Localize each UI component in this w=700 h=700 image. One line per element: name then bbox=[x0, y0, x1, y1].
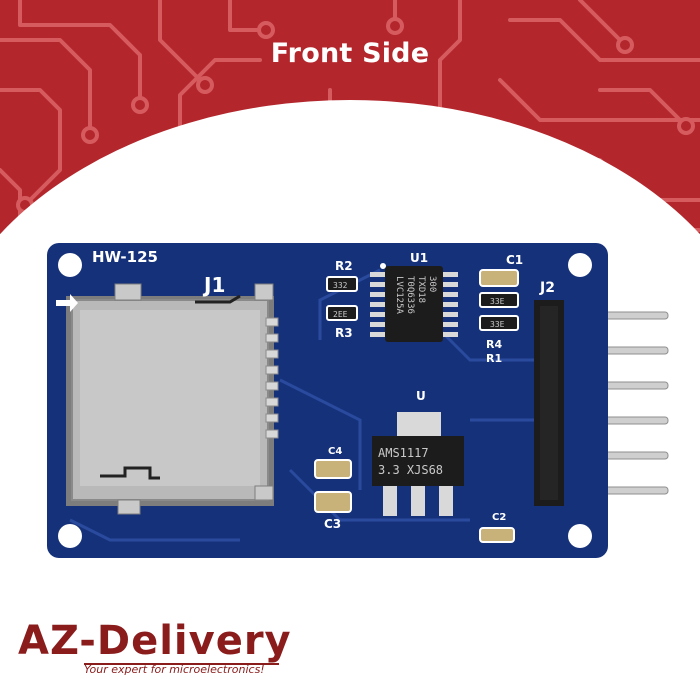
r3-code: 2EE bbox=[333, 310, 348, 319]
j2-header bbox=[534, 300, 564, 506]
r4-code: 33E bbox=[490, 297, 505, 306]
r4-label: R4 bbox=[486, 338, 502, 351]
r2-code: 332 bbox=[333, 281, 348, 290]
r1-code: 33E bbox=[490, 320, 505, 329]
regulator-marking-2: 3.3 XJS68 bbox=[378, 463, 443, 477]
u1-marking-2: T0Q6336 bbox=[405, 276, 415, 314]
c1-label: C1 bbox=[506, 253, 523, 267]
u1-marking-3: TXD18 bbox=[416, 276, 426, 303]
u1-marking-1: LVC125A bbox=[394, 276, 404, 315]
page-heading: Front Side bbox=[270, 38, 430, 69]
brand-tagline: Your expert for microelectronics! bbox=[84, 663, 265, 676]
j2-label: J2 bbox=[539, 280, 555, 296]
c4-label: C4 bbox=[328, 446, 342, 457]
c2-label: C2 bbox=[492, 512, 506, 523]
r2-label: R2 bbox=[335, 259, 353, 273]
smd-components bbox=[314, 269, 519, 543]
u-label: U bbox=[416, 389, 426, 403]
u1-marking-4: 300 bbox=[427, 276, 437, 292]
logo-underline bbox=[84, 663, 279, 665]
brand-logo: AZ-Delivery bbox=[18, 618, 292, 664]
j1-label: J1 bbox=[202, 273, 225, 297]
r3-label: R3 bbox=[335, 326, 353, 340]
regulator-marking-1: AMS1117 bbox=[378, 446, 429, 460]
regulator bbox=[372, 412, 464, 516]
board-name-label: HW-125 bbox=[92, 248, 158, 266]
c3-label: C3 bbox=[324, 517, 341, 531]
r1-label: R1 bbox=[486, 352, 502, 365]
u1-chip bbox=[370, 263, 458, 342]
u1-label: U1 bbox=[410, 251, 428, 265]
microsd-slot bbox=[56, 283, 279, 515]
